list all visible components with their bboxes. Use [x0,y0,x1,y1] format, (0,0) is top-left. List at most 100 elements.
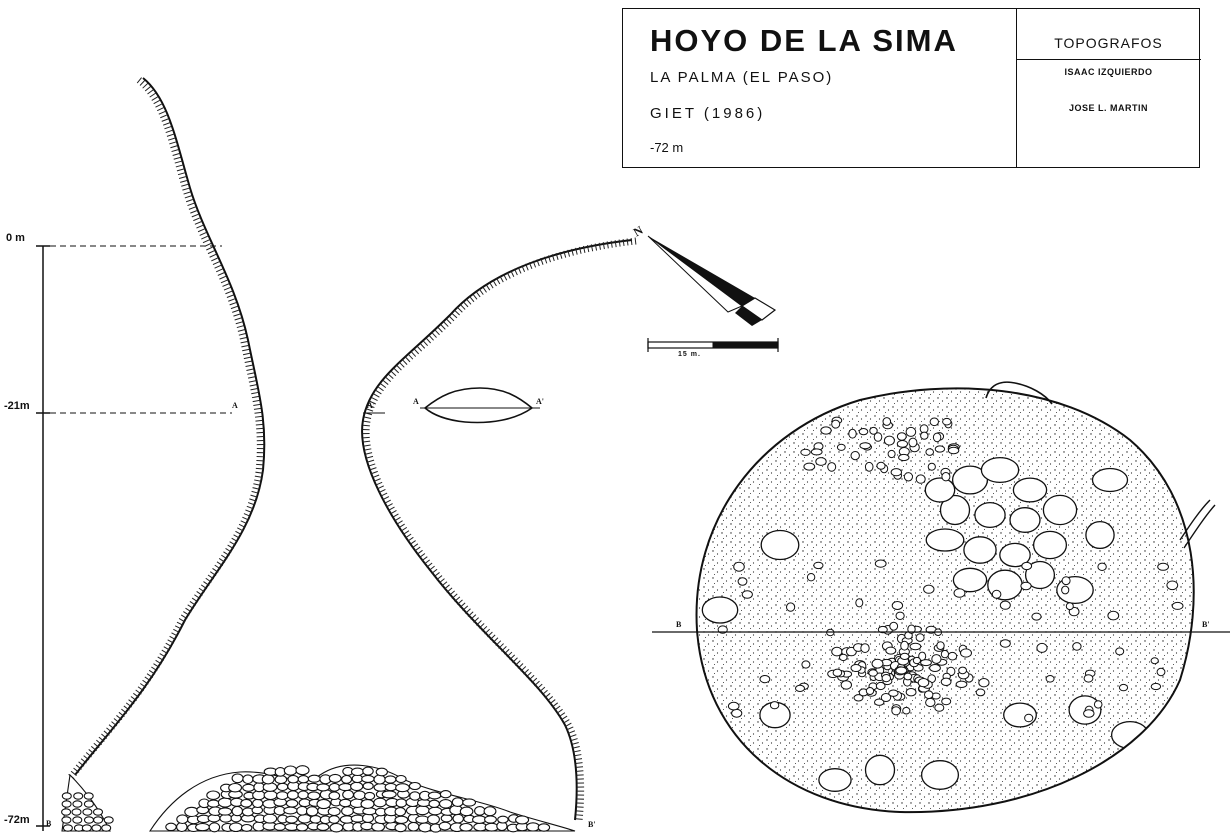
rock-texture [394,823,407,833]
rock-texture [974,501,1006,529]
rock-texture [240,798,253,808]
rock-texture [362,766,374,776]
rock-texture [929,417,939,427]
rock-texture [103,816,114,824]
rock-texture [832,668,843,677]
rock-texture [427,791,442,800]
plan-marker-b: B [676,620,682,629]
rock-texture [350,767,365,777]
rock-texture [176,814,189,825]
rock-texture [361,774,375,783]
rock-texture [439,790,452,799]
rock-texture [907,624,916,634]
rock-texture [263,790,278,801]
rock-texture [328,815,340,824]
rock-texture [93,816,104,824]
surveyors-divider [1016,59,1201,60]
rock-texture [939,494,971,526]
rock-texture [273,822,286,831]
rock-texture [951,465,989,495]
rock-texture [895,611,905,620]
rock-texture [362,782,374,790]
rock-texture [905,426,917,437]
rock-texture [806,573,816,582]
location: LA PALMA (EL PASO) [650,69,834,86]
rock-texture [820,426,832,435]
profile-left-wall [68,77,266,780]
rock-texture [341,774,353,784]
rock-texture [526,822,540,832]
section-marker-a: A [413,397,419,406]
rock-texture [1061,576,1071,586]
rock-texture [1036,642,1048,653]
rock-texture [980,456,1020,484]
rock-texture [888,689,899,697]
rock-texture [1097,562,1107,571]
rock-texture [975,688,986,697]
rock-texture [801,660,811,669]
rock-texture [462,798,477,807]
rock-texture [1061,585,1070,595]
rock-texture [889,621,899,631]
rock-texture [297,775,310,784]
rock-texture [855,598,864,608]
rock-texture [874,559,887,568]
rock-texture [881,674,891,683]
profile-marker-a-prime: A' [367,401,375,410]
title-block: HOYO DE LA SIMA LA PALMA (EL PASO) GIET … [622,8,1201,168]
rock-texture [1115,647,1125,656]
rock-texture [925,697,936,708]
rock-texture [1021,561,1033,571]
rock-texture [381,790,397,799]
rock-texture [285,815,298,824]
rock-texture [931,654,942,664]
rock-texture [1042,494,1078,526]
rock-texture [891,706,901,716]
rock-texture [296,805,308,816]
rock-texture [760,529,800,561]
surveyor-name: ISAAC IZQUIERDO [1064,67,1153,77]
plan-marker-b-prime: B' [1202,620,1210,629]
rock-texture [472,815,487,824]
rock-texture [891,601,904,610]
rock-texture [261,774,275,785]
rock-texture [217,797,233,808]
rock-texture [915,474,926,484]
rock-texture [759,675,771,684]
rock-texture [228,822,243,833]
rock-texture [895,666,908,675]
surveyor-name: JOSE L. MARTIN [1068,103,1148,113]
rock-texture [1107,610,1120,621]
rock-texture [953,588,966,598]
rock-texture [898,453,910,462]
rock-texture [61,800,72,808]
rock-texture [887,449,896,459]
rock-texture [900,640,909,651]
rock-texture [885,646,897,655]
rock-texture [438,799,453,809]
rock-texture [1171,601,1184,610]
rock-texture [942,417,952,426]
profile-marker-b-prime: B' [588,820,596,829]
rock-texture [836,443,846,451]
depth-axis [36,245,232,831]
rock-texture [1085,520,1115,550]
rock-texture [896,440,909,448]
rock-texture [309,815,322,824]
rock-texture [903,672,913,681]
rock-texture [329,822,344,833]
rock-texture [339,798,352,808]
rock-texture [328,773,342,783]
rock-texture [880,693,892,702]
total-depth: -72 m [650,140,684,155]
rock-texture [307,774,321,783]
rock-texture [947,651,958,661]
rock-texture [840,680,852,690]
rock-texture [72,816,83,824]
rock-texture [384,775,397,784]
rock-texture [890,468,902,477]
profile-rubble-floor [61,764,576,833]
rock-texture [207,799,220,808]
rock-texture [83,816,95,824]
